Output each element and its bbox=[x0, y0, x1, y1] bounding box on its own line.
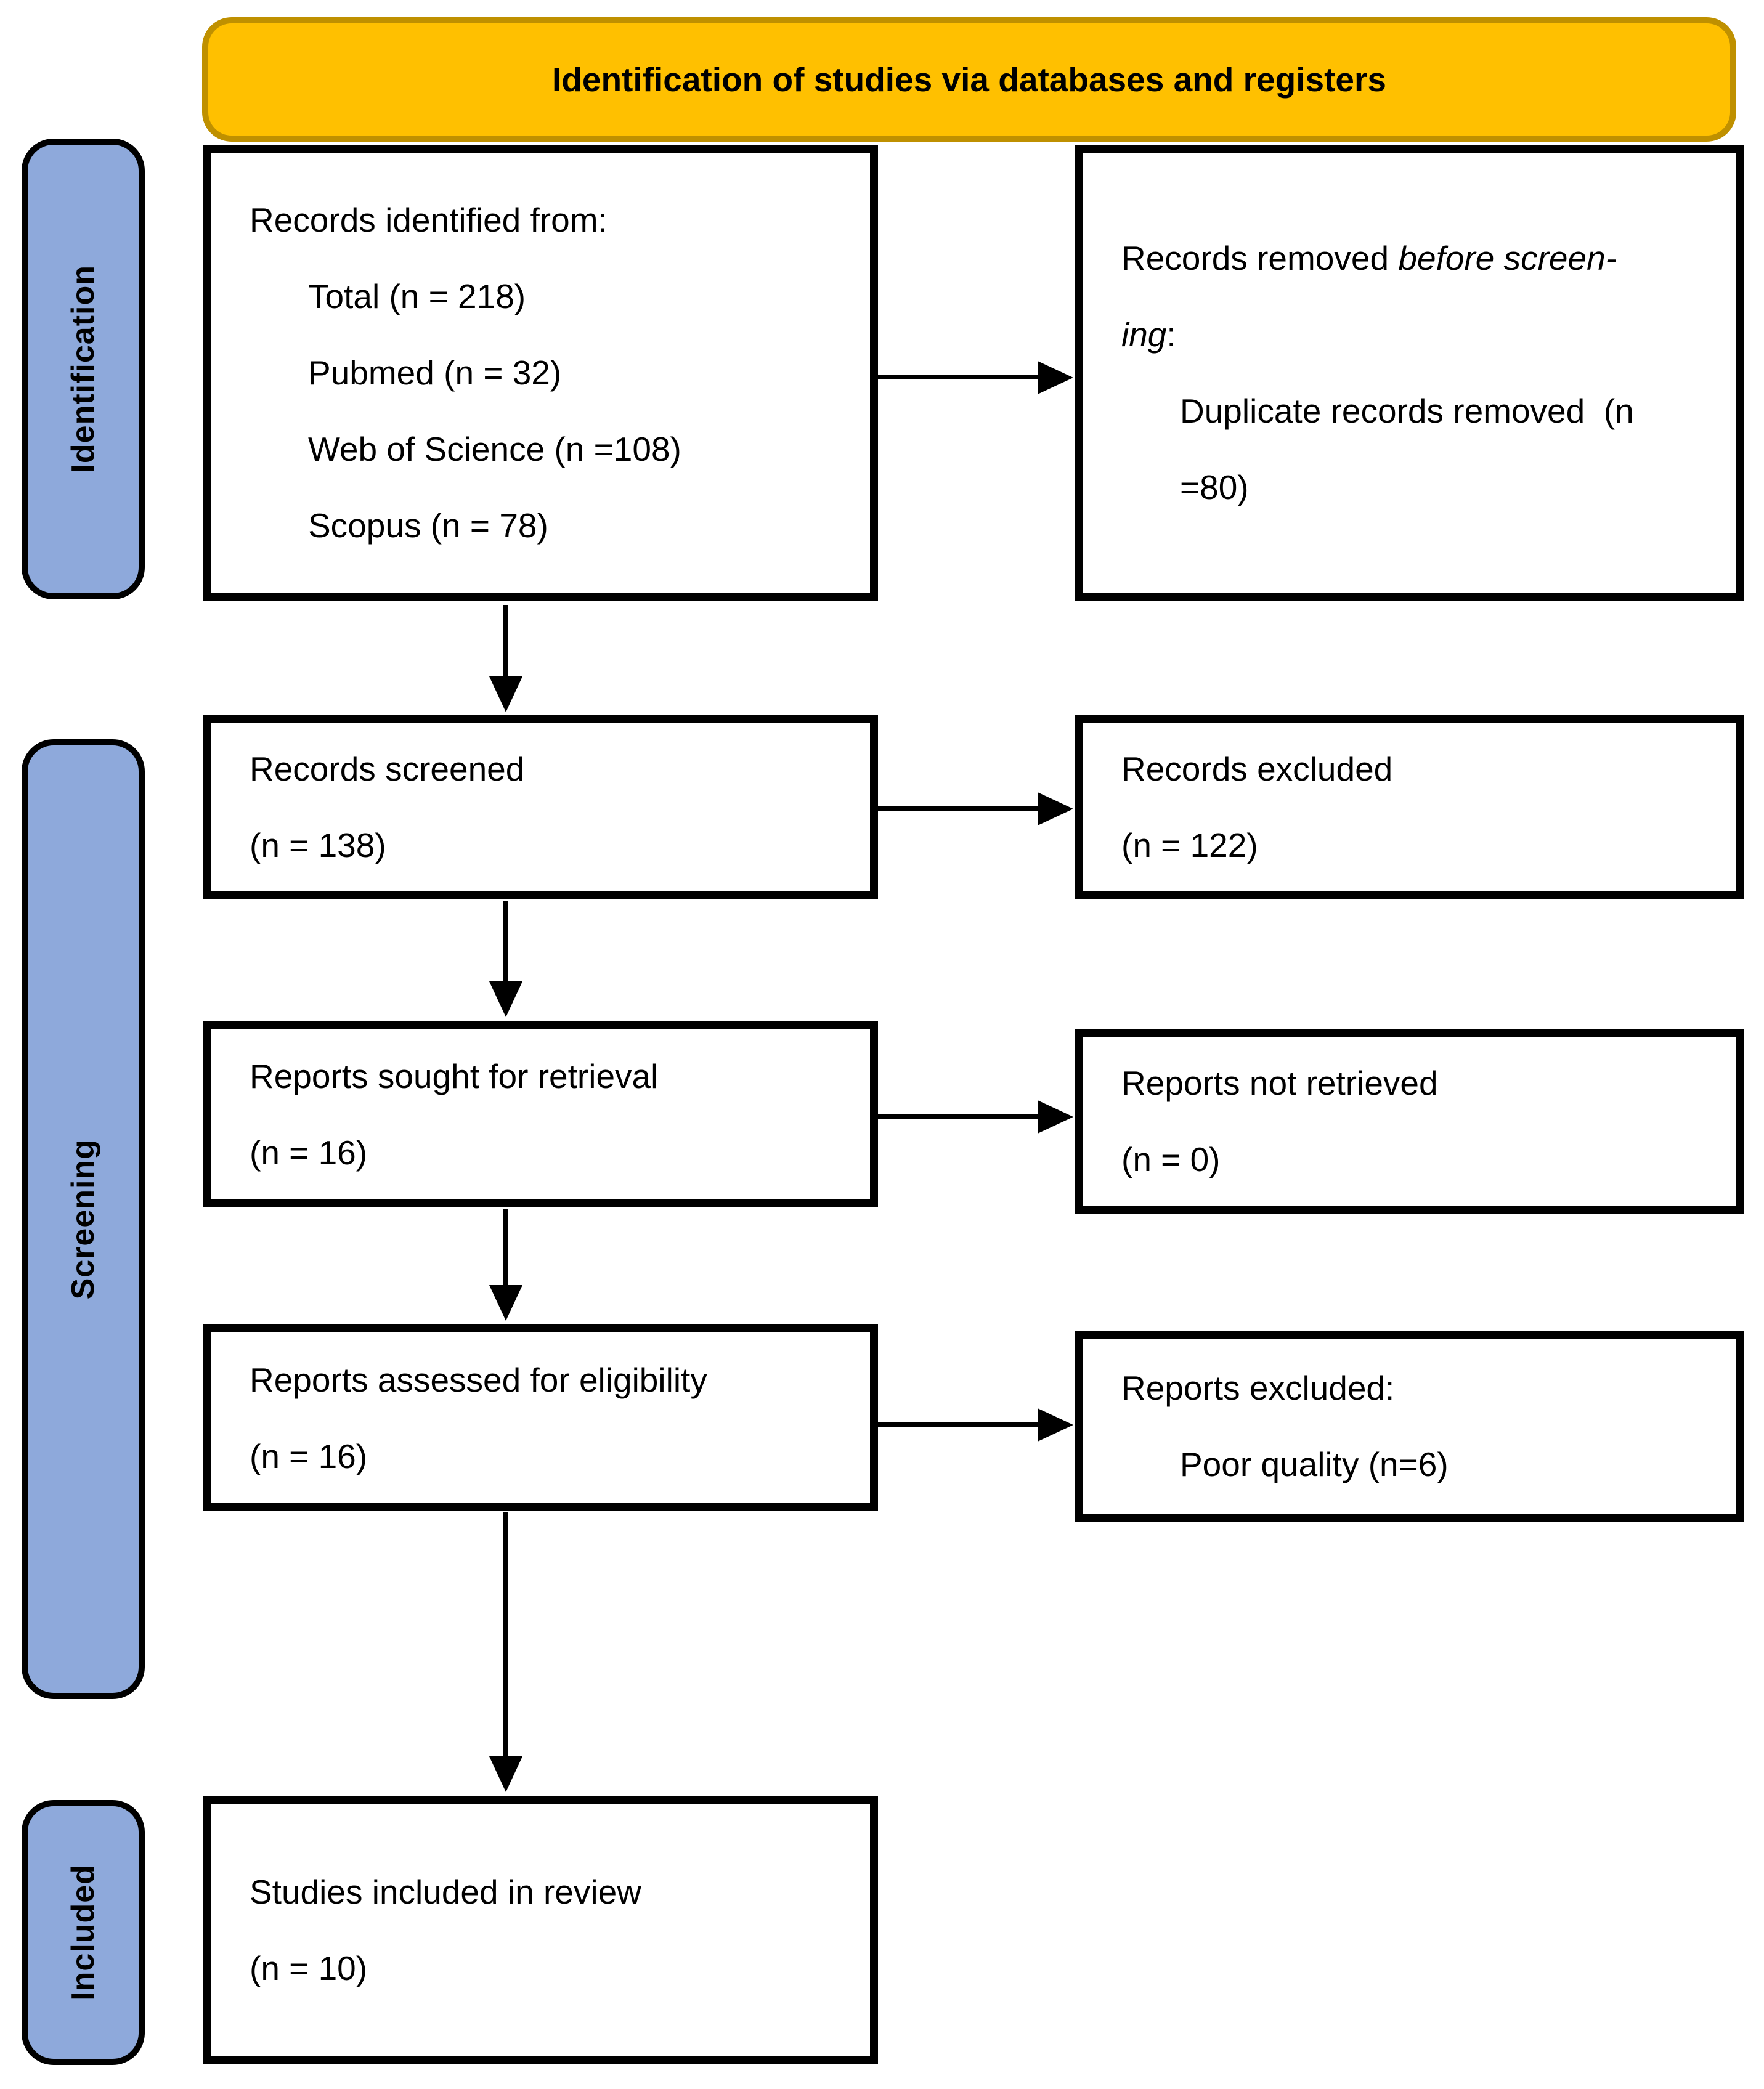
box-records-excluded-content: Records excluded (n = 122) bbox=[1083, 723, 1736, 891]
box-count: (n = 10) bbox=[250, 1949, 368, 1987]
stage-label-identification-text: Identification bbox=[65, 265, 101, 473]
header-banner: Identification of studies via databases … bbox=[202, 17, 1736, 142]
box-item: Poor quality (n=6) bbox=[1180, 1445, 1449, 1483]
box-title: Reports sought for retrieval bbox=[250, 1057, 659, 1095]
box-title: Reports not retrieved bbox=[1121, 1064, 1438, 1102]
box-title: Records removed before screen- bbox=[1121, 220, 1723, 296]
stage-label-screening: Screening bbox=[22, 739, 145, 1699]
arrow-line bbox=[503, 605, 508, 679]
arrow-line bbox=[878, 1114, 1039, 1119]
arrowhead-right-icon bbox=[1038, 1408, 1073, 1442]
arrow-line bbox=[878, 375, 1039, 379]
arrowhead-down-icon bbox=[489, 676, 522, 712]
box-title: Reports excluded: bbox=[1121, 1369, 1395, 1407]
arrowhead-right-icon bbox=[1038, 792, 1073, 825]
box-item: Scopus (n = 78) bbox=[308, 506, 548, 545]
box-title-normal: Records removed bbox=[1121, 239, 1399, 277]
header-title: Identification of studies via databases … bbox=[552, 60, 1386, 99]
arrowhead-right-icon bbox=[1038, 361, 1073, 394]
box-item: Total (n = 218) bbox=[308, 277, 526, 315]
box-title-wrap: ing: bbox=[1121, 296, 1723, 373]
arrow-line bbox=[503, 1512, 508, 1759]
stage-label-included: Included bbox=[22, 1800, 145, 2065]
box-studies-included-content: Studies included in review (n = 10) bbox=[211, 1804, 870, 2056]
box-reports-excluded-content: Reports excluded: Poor quality (n=6) bbox=[1083, 1339, 1736, 1514]
box-item: Pubmed (n = 32) bbox=[308, 354, 562, 392]
box-reports-assessed-content: Reports assessed for eligibility (n = 16… bbox=[211, 1332, 870, 1503]
box-reports-not-retrieved: Reports not retrieved (n = 0) bbox=[1075, 1029, 1744, 1214]
box-item: =80) bbox=[1180, 468, 1249, 506]
box-count: (n = 122) bbox=[1121, 826, 1258, 864]
box-title: Records excluded bbox=[1121, 750, 1393, 788]
stage-label-screening-text: Screening bbox=[65, 1138, 101, 1300]
box-title: Reports assessed for eligibility bbox=[250, 1360, 707, 1399]
box-item: Web of Science (n =108) bbox=[308, 430, 681, 468]
box-records-screened-content: Records screened (n = 138) bbox=[211, 723, 870, 891]
arrowhead-down-icon bbox=[489, 1285, 522, 1321]
box-reports-excluded: Reports excluded: Poor quality (n=6) bbox=[1075, 1331, 1744, 1522]
box-count: (n = 16) bbox=[250, 1437, 368, 1475]
box-title: Records screened bbox=[250, 750, 525, 788]
arrow-line bbox=[503, 901, 508, 984]
box-title-italic: before screen- bbox=[1398, 239, 1617, 277]
stage-label-identification: Identification bbox=[22, 139, 145, 599]
box-count: (n = 16) bbox=[250, 1133, 368, 1172]
stage-label-included-text: Included bbox=[65, 1864, 101, 2001]
arrowhead-down-icon bbox=[489, 1756, 522, 1792]
arrow-line bbox=[878, 806, 1039, 811]
box-reports-sought-content: Reports sought for retrieval (n = 16) bbox=[211, 1029, 870, 1199]
box-reports-not-retrieved-content: Reports not retrieved (n = 0) bbox=[1083, 1037, 1736, 1206]
box-count: (n = 138) bbox=[250, 826, 386, 864]
box-reports-sought: Reports sought for retrieval (n = 16) bbox=[203, 1021, 878, 1207]
box-item: Duplicate records removed (n bbox=[1180, 392, 1634, 430]
box-records-removed-content: Records removed before screen- ing: Dupl… bbox=[1083, 153, 1736, 593]
arrowhead-down-icon bbox=[489, 981, 522, 1017]
box-records-screened: Records screened (n = 138) bbox=[203, 715, 878, 899]
box-count: (n = 0) bbox=[1121, 1140, 1221, 1178]
box-title: Studies included in review bbox=[250, 1872, 641, 1911]
box-studies-included: Studies included in review (n = 10) bbox=[203, 1796, 878, 2064]
box-title-normal: : bbox=[1166, 315, 1176, 354]
box-title: Records identified from: bbox=[250, 201, 608, 239]
box-records-identified: Records identified from: Total (n = 218)… bbox=[203, 145, 878, 601]
arrow-line bbox=[503, 1209, 508, 1288]
arrow-line bbox=[878, 1422, 1039, 1427]
box-records-identified-content: Records identified from: Total (n = 218)… bbox=[211, 153, 870, 593]
box-records-excluded: Records excluded (n = 122) bbox=[1075, 715, 1744, 899]
arrowhead-right-icon bbox=[1038, 1100, 1073, 1134]
box-title-italic: ing bbox=[1121, 315, 1167, 354]
box-reports-assessed: Reports assessed for eligibility (n = 16… bbox=[203, 1324, 878, 1511]
box-records-removed: Records removed before screen- ing: Dupl… bbox=[1075, 145, 1744, 601]
